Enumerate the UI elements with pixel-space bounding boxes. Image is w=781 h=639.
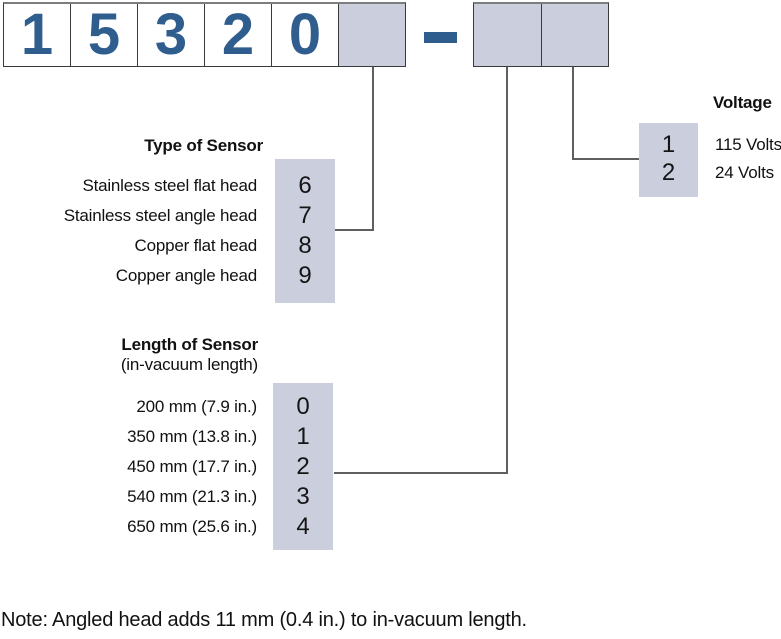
part-number-digit: 3 [137, 4, 204, 66]
option-code: 6 [298, 172, 312, 199]
option-label: 450 mm (17.7 in.) [127, 457, 257, 476]
length-of-sensor-subtitle: (in-vacuum length) [120, 355, 258, 374]
length-of-sensor-code-box [273, 383, 333, 550]
length-of-sensor-options: 200 mm (7.9 in.) 0 350 mm (13.8 in.) 1 4… [0, 392, 333, 542]
connector-voltage-vertical [572, 67, 574, 160]
option-row: 1 115 Volts [639, 131, 781, 159]
part-number-digit: 5 [70, 4, 137, 66]
option-row: 540 mm (21.3 in.) 3 [0, 482, 333, 512]
connector-length-horizontal [334, 472, 508, 474]
option-label: Stainless steel angle head [63, 206, 257, 225]
connector-type-horizontal [334, 229, 374, 231]
option-label: Stainless steel flat head [82, 176, 257, 195]
dash-separator [424, 32, 457, 43]
option-row: Copper flat head 8 [0, 231, 335, 261]
voltage-code-placeholder-cell [540, 4, 608, 66]
option-row: Stainless steel flat head 6 [0, 171, 335, 201]
length-code-placeholder-cell [474, 4, 541, 66]
option-row: 650 mm (25.6 in.) 4 [0, 512, 333, 542]
option-code: 1 [661, 131, 676, 158]
option-label: 200 mm (7.9 in.) [136, 397, 257, 416]
option-row: 2 24 Volts [639, 159, 781, 187]
part-number-digit: 2 [204, 4, 271, 66]
type-of-sensor-code-box [275, 159, 335, 303]
part-number-digit: 1 [20, 2, 54, 67]
option-row: 350 mm (13.8 in.) 1 [0, 422, 333, 452]
voltage-title: Voltage [713, 93, 772, 112]
option-row: 450 mm (17.7 in.) 2 [0, 452, 333, 482]
option-label: 350 mm (13.8 in.) [127, 427, 257, 446]
connector-type-vertical [372, 67, 374, 231]
option-label: 650 mm (25.6 in.) [127, 517, 257, 536]
option-label: 24 Volts [715, 163, 774, 182]
option-label: 115 Volts [715, 135, 781, 154]
option-code: 4 [296, 513, 310, 540]
part-number-row: 1 5 3 2 0 [3, 2, 406, 67]
option-row: Copper angle head 9 [0, 261, 335, 291]
footnote: Note: Angled head adds 11 mm (0.4 in.) t… [1, 609, 527, 631]
voltage-options: 1 115 Volts 2 24 Volts [639, 131, 781, 187]
option-row: Stainless steel angle head 7 [0, 201, 335, 231]
suffix-code-row [473, 2, 609, 67]
connector-length-vertical [506, 67, 508, 474]
voltage-code-box [639, 123, 698, 197]
option-code: 1 [296, 423, 310, 450]
option-code: 7 [298, 202, 312, 229]
option-code: 8 [298, 232, 312, 259]
option-row: 200 mm (7.9 in.) 0 [0, 392, 333, 422]
type-of-sensor-options: Stainless steel flat head 6 Stainless st… [0, 171, 335, 291]
type-of-sensor-title: Type of Sensor [144, 136, 263, 155]
option-label: Copper angle head [115, 266, 257, 285]
option-label: Copper flat head [134, 236, 258, 255]
part-number-digit: 0 [271, 4, 338, 66]
length-of-sensor-title: Length of Sensor [121, 335, 258, 354]
option-code: 2 [661, 159, 676, 186]
option-code: 0 [296, 393, 310, 420]
connector-voltage-horizontal [573, 158, 639, 160]
option-label: 540 mm (21.3 in.) [127, 487, 257, 506]
option-code: 3 [296, 483, 310, 510]
option-code: 9 [298, 262, 312, 289]
type-code-placeholder-cell [338, 4, 405, 66]
option-code: 2 [296, 453, 310, 480]
